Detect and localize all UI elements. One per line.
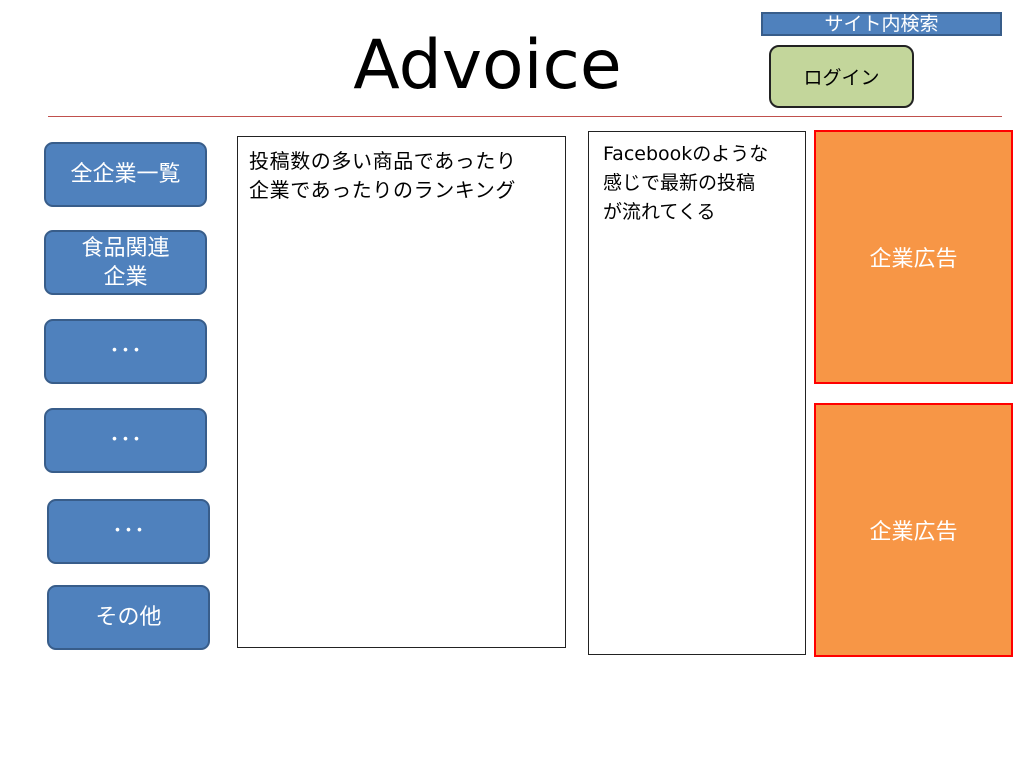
site-title: Advoice <box>353 26 622 105</box>
sidebar-item-label: ･･･ <box>108 339 142 364</box>
sidebar-item-label: その他 <box>95 605 162 630</box>
sidebar-item-more-3[interactable]: ･･･ <box>47 499 210 564</box>
sidebar-item-more-1[interactable]: ･･･ <box>44 319 207 384</box>
header-divider <box>48 116 1002 117</box>
site-search-button[interactable]: サイト内検索 <box>761 12 1002 36</box>
login-button-label: ログイン <box>803 67 880 89</box>
sidebar-item-other[interactable]: その他 <box>47 585 210 650</box>
ranking-panel: 投稿数の多い商品であったり 企業であったりのランキング <box>237 136 566 648</box>
sidebar-item-label: 食品関連 企業 <box>81 235 170 290</box>
login-button[interactable]: ログイン <box>769 45 914 108</box>
company-ad-1[interactable]: 企業広告 <box>814 130 1013 384</box>
ad-label: 企業広告 <box>869 520 958 545</box>
company-ad-2[interactable]: 企業広告 <box>814 403 1013 657</box>
sidebar-item-food-companies[interactable]: 食品関連 企業 <box>44 230 207 295</box>
sidebar-item-all-companies[interactable]: 全企業一覧 <box>44 142 207 207</box>
ranking-description: 投稿数の多い商品であったり 企業であったりのランキング <box>249 149 517 202</box>
sidebar-item-label: ･･･ <box>111 519 145 544</box>
sidebar-item-more-2[interactable]: ･･･ <box>44 408 207 473</box>
post-feed-panel: Facebookのような 感じで最新の投稿 が流れてくる <box>588 131 806 655</box>
ad-label: 企業広告 <box>869 247 958 272</box>
feed-description: Facebookのような 感じで最新の投稿 が流れてくる <box>603 143 769 223</box>
sidebar-item-label: ･･･ <box>108 428 142 453</box>
sidebar-item-label: 全企業一覧 <box>70 162 181 187</box>
